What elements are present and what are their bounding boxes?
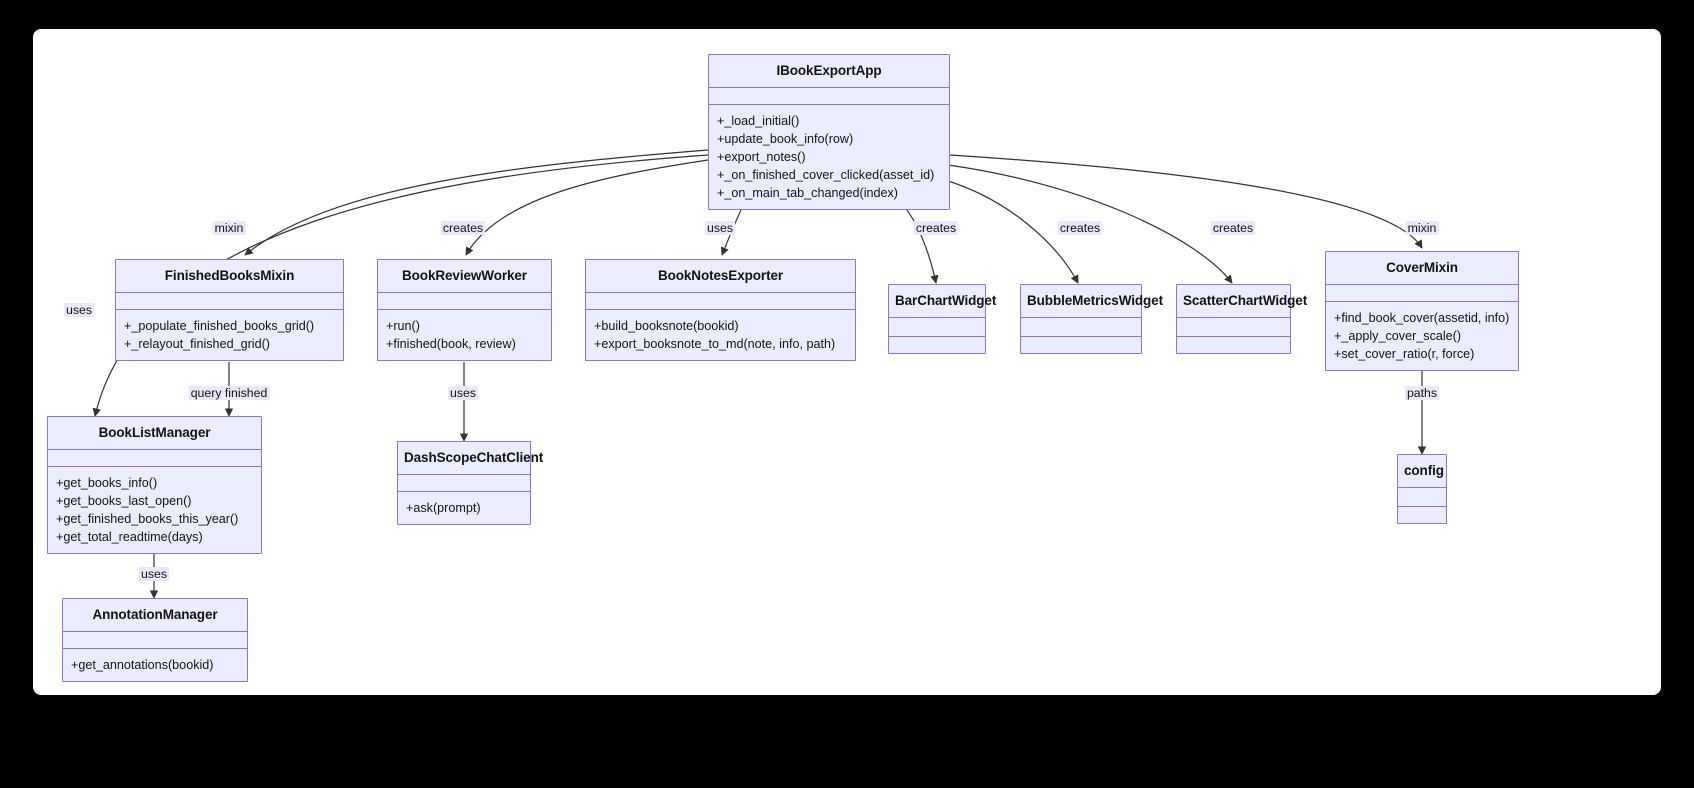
class-method: +build_booksnote(bookid) bbox=[594, 318, 739, 333]
class-box-barchartwidget[interactable]: BarChartWidget bbox=[888, 284, 996, 354]
edge-label: query finished bbox=[188, 386, 270, 400]
class-attributes bbox=[1021, 318, 1141, 337]
edge-label: creates bbox=[913, 221, 959, 235]
class-methods bbox=[1021, 337, 1141, 353]
class-method: +update_book_info(row) bbox=[717, 131, 854, 146]
class-box-covermixin[interactable]: CoverMixin +find_book_cover(assetid, inf… bbox=[1325, 251, 1519, 371]
class-attributes bbox=[63, 632, 247, 649]
class-title: BookListManager bbox=[48, 417, 261, 450]
class-method: +find_book_cover(assetid, info) bbox=[1334, 310, 1510, 325]
class-attributes bbox=[1177, 318, 1290, 337]
class-methods: +_populate_finished_books_grid() +_relay… bbox=[116, 310, 343, 360]
class-title: DashScopeChatClient bbox=[398, 442, 543, 475]
edge-label: uses bbox=[139, 567, 169, 581]
edge-label: mixin bbox=[212, 221, 246, 235]
class-title: BookNotesExporter bbox=[586, 260, 855, 293]
class-method: +get_books_last_open() bbox=[56, 493, 192, 508]
class-box-annotationmanager[interactable]: AnnotationManager +get_annotations(booki… bbox=[62, 598, 248, 682]
class-title: BarChartWidget bbox=[889, 285, 996, 318]
edge-label: uses bbox=[705, 221, 735, 235]
class-box-scatterchartwidget[interactable]: ScatterChartWidget bbox=[1176, 284, 1307, 354]
class-method: +get_annotations(bookid) bbox=[71, 657, 214, 672]
class-attributes bbox=[889, 318, 985, 337]
class-title: BookReviewWorker bbox=[378, 260, 551, 293]
class-methods bbox=[889, 337, 985, 353]
class-method: +get_books_info() bbox=[56, 475, 158, 490]
class-box-finishedbooksmixin[interactable]: FinishedBooksMixin +_populate_finished_b… bbox=[115, 259, 344, 361]
class-method: +_relayout_finished_grid() bbox=[124, 336, 270, 351]
edge-label: creates bbox=[440, 221, 486, 235]
class-methods: +get_annotations(bookid) bbox=[63, 649, 247, 681]
class-attributes bbox=[586, 293, 855, 310]
class-title: BubbleMetricsWidget bbox=[1021, 285, 1163, 318]
class-method: +_on_main_tab_changed(index) bbox=[717, 185, 898, 200]
class-box-config[interactable]: config bbox=[1397, 454, 1447, 524]
class-box-dashscopechatclient[interactable]: DashScopeChatClient +ask(prompt) bbox=[397, 441, 543, 525]
edge-label: uses bbox=[64, 303, 94, 317]
class-box-bubblemetricswidget[interactable]: BubbleMetricsWidget bbox=[1020, 284, 1163, 354]
class-methods: +ask(prompt) bbox=[398, 492, 530, 524]
class-attributes bbox=[1398, 488, 1446, 507]
class-attributes bbox=[378, 293, 551, 310]
class-method: +_apply_cover_scale() bbox=[1334, 328, 1462, 343]
class-methods: +find_book_cover(assetid, info) +_apply_… bbox=[1326, 302, 1518, 370]
edge-label: uses bbox=[448, 386, 478, 400]
class-title: IBookExportApp bbox=[709, 55, 949, 88]
class-method: +ask(prompt) bbox=[406, 500, 481, 515]
edge-label: creates bbox=[1210, 221, 1256, 235]
edge-label: creates bbox=[1057, 221, 1103, 235]
class-methods: +_load_initial() +update_book_info(row) … bbox=[709, 105, 949, 209]
class-attributes bbox=[48, 450, 261, 467]
class-attributes bbox=[398, 475, 530, 492]
class-methods: +get_books_info() +get_books_last_open()… bbox=[48, 467, 261, 553]
class-method: +get_total_readtime(days) bbox=[56, 529, 203, 544]
class-title: ScatterChartWidget bbox=[1177, 285, 1307, 318]
class-title: config bbox=[1398, 455, 1446, 488]
class-methods: +build_booksnote(bookid) +export_booksno… bbox=[586, 310, 855, 360]
class-methods bbox=[1177, 337, 1290, 353]
class-attributes bbox=[1326, 285, 1518, 302]
class-method: +export_booksnote_to_md(note, info, path… bbox=[594, 336, 836, 351]
class-attributes bbox=[709, 88, 949, 105]
class-box-booknotesexporter[interactable]: BookNotesExporter +build_booksnote(booki… bbox=[585, 259, 856, 361]
edge-label: mixin bbox=[1405, 221, 1439, 235]
class-method: +export_notes() bbox=[717, 149, 806, 164]
class-method: +run() bbox=[386, 318, 420, 333]
class-methods: +run() +finished(book, review) bbox=[378, 310, 551, 360]
class-method: +_populate_finished_books_grid() bbox=[124, 318, 315, 333]
class-method: +get_finished_books_this_year() bbox=[56, 511, 239, 526]
class-box-ibookexportapp[interactable]: IBookExportApp +_load_initial() +update_… bbox=[708, 54, 950, 210]
class-method: +set_cover_ratio(r, force) bbox=[1334, 346, 1475, 361]
class-attributes bbox=[116, 293, 343, 310]
class-title: CoverMixin bbox=[1326, 252, 1518, 285]
class-method: +finished(book, review) bbox=[386, 336, 516, 351]
class-box-bookreviewworker[interactable]: BookReviewWorker +run() +finished(book, … bbox=[377, 259, 552, 361]
class-title: FinishedBooksMixin bbox=[116, 260, 343, 293]
class-method: +_load_initial() bbox=[717, 113, 800, 128]
class-title: AnnotationManager bbox=[63, 599, 247, 632]
edge-label: paths bbox=[1404, 386, 1440, 400]
class-box-booklistmanager[interactable]: BookListManager +get_books_info() +get_b… bbox=[47, 416, 262, 554]
class-method: +_on_finished_cover_clicked(asset_id) bbox=[717, 167, 935, 182]
class-methods bbox=[1398, 507, 1446, 523]
